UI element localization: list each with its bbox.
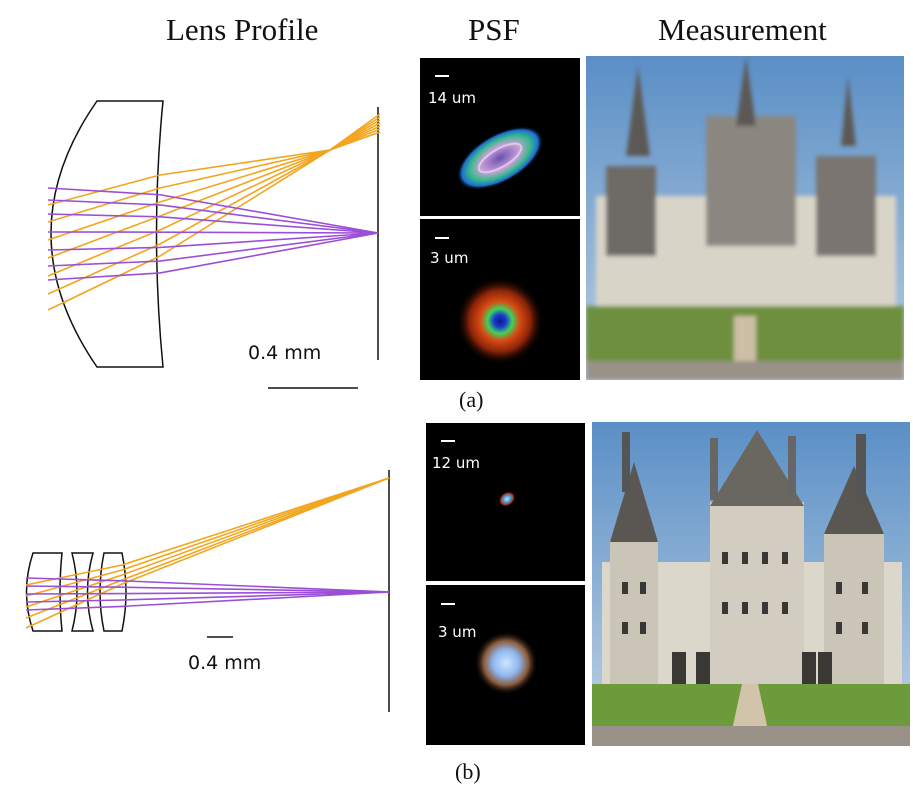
ray-line — [47, 122, 381, 259]
ray-line — [25, 585, 390, 593]
ray-line — [47, 116, 381, 223]
lens-scale-label-b: 0.4 mm — [188, 652, 262, 674]
ray-line — [47, 232, 379, 281]
ray-line — [47, 119, 381, 241]
psf-a-off-axis-scale: 14 um — [428, 89, 476, 107]
psf-a-on-axis: 3 um — [420, 219, 580, 380]
lens-profile-diagrams — [25, 100, 390, 712]
header-measurement: Measurement — [658, 12, 827, 47]
caption-a: (a) — [459, 387, 484, 412]
psf-a-on-axis-scale: 3 um — [430, 249, 469, 267]
rays-b-on-axis — [25, 577, 390, 611]
rays-a-on-axis — [47, 187, 379, 281]
ray-line — [47, 232, 379, 267]
ray-line — [25, 577, 390, 593]
ray-line — [25, 591, 390, 603]
ray-line — [25, 477, 390, 586]
header-lens-profile: Lens Profile — [166, 12, 319, 47]
lens-scale-label-a: 0.4 mm — [248, 342, 322, 364]
ray-line — [47, 113, 381, 206]
caption-b: (b) — [455, 759, 481, 784]
ray-line — [25, 591, 390, 595]
ray-line — [47, 213, 379, 234]
ray-line — [47, 199, 379, 234]
ray-line — [47, 187, 379, 234]
ray-line — [47, 231, 379, 234]
psf-b-on-axis: 3 um — [426, 585, 585, 745]
ray-line — [47, 232, 379, 251]
header-psf: PSF — [468, 12, 520, 47]
ray-line — [47, 128, 381, 295]
measurement-image-b — [592, 422, 910, 746]
psf-a-off-axis: 14 um — [420, 58, 580, 216]
ray-line — [47, 125, 381, 277]
ray-line — [47, 131, 381, 311]
psf-b-off-axis-scale: 12 um — [432, 454, 480, 472]
psf-b-on-axis-scale: 3 um — [438, 623, 477, 641]
ray-line — [25, 591, 390, 611]
ray-line — [25, 477, 390, 597]
rays-a-off-axis — [47, 113, 381, 311]
psf-b-off-axis: 12 um — [426, 423, 585, 581]
ray-line — [25, 477, 390, 608]
ray-line — [25, 477, 390, 629]
measurement-image-a — [586, 56, 904, 380]
